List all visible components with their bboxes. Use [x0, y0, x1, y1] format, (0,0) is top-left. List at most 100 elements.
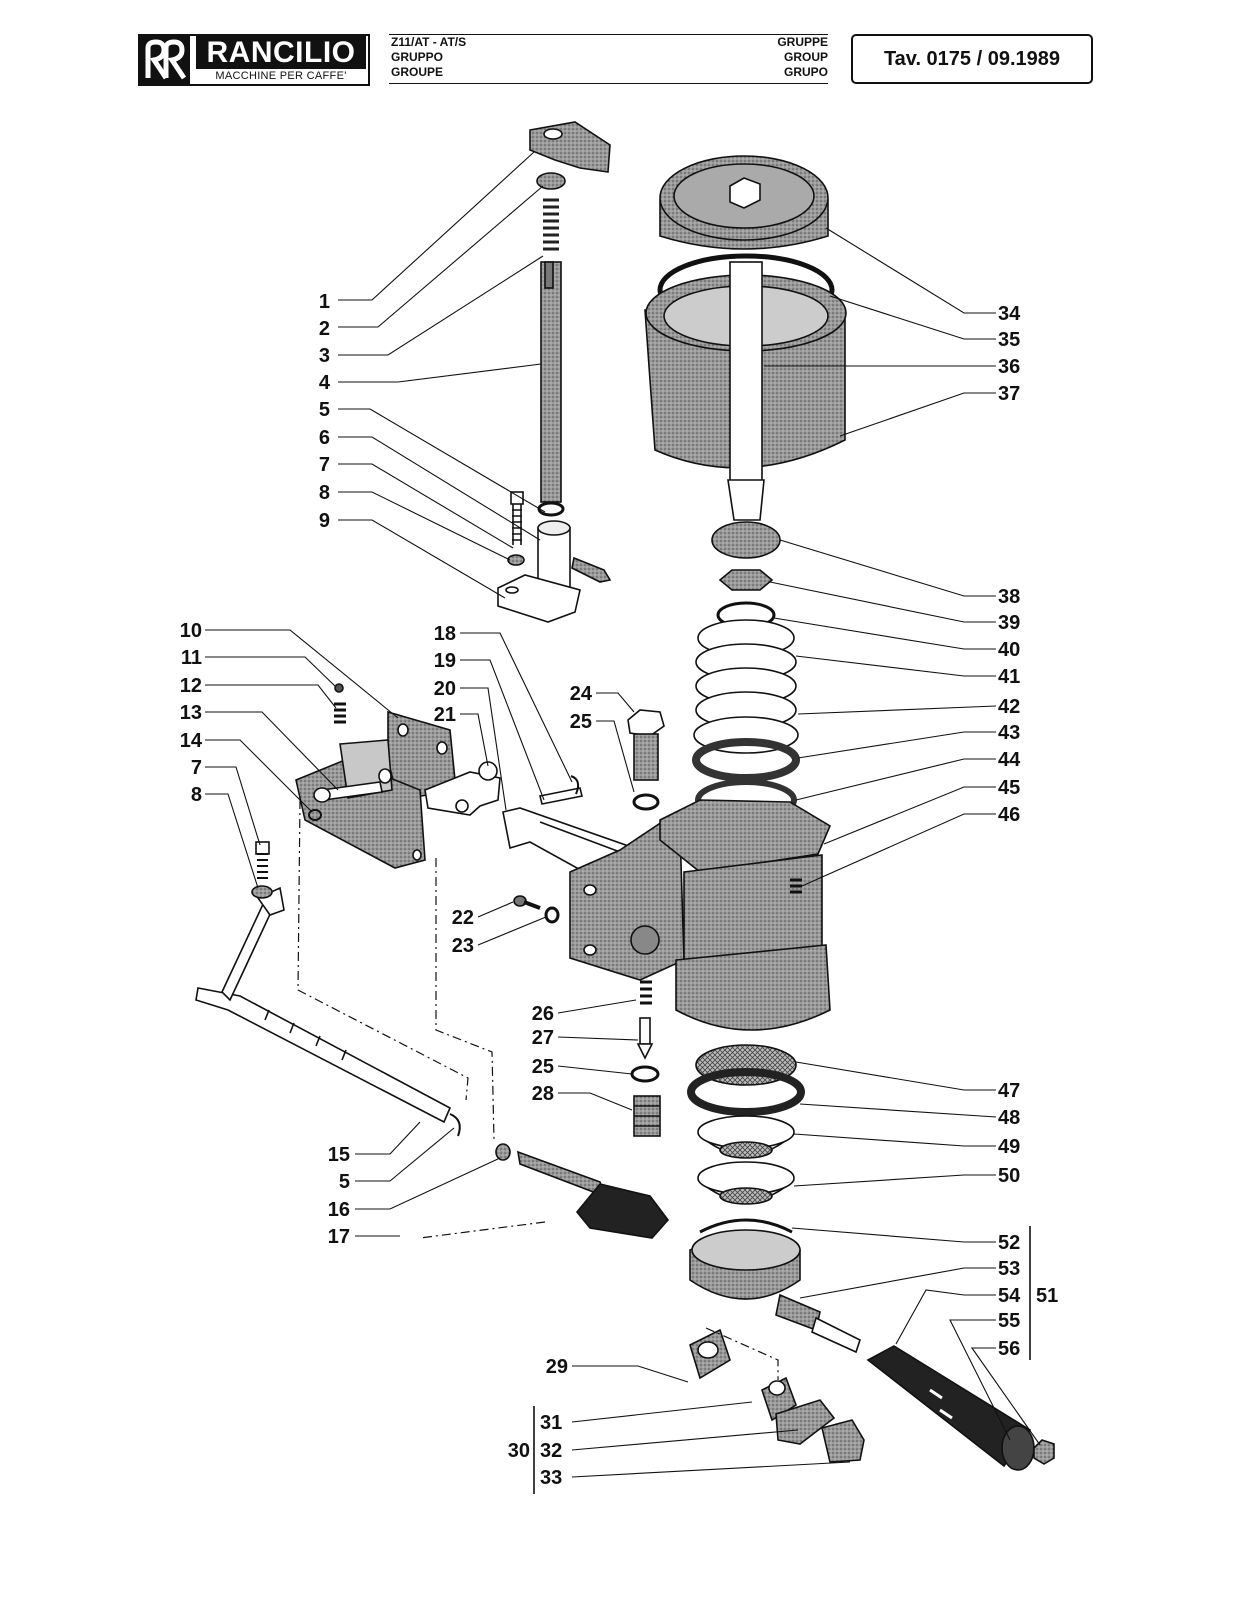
group-label-it: GRUPPO — [391, 50, 444, 64]
callout-17: 17 — [328, 1226, 350, 1248]
callout-45: 45 — [998, 777, 1020, 799]
part-14-clip — [308, 809, 322, 821]
part-1-lever-top — [529, 121, 611, 173]
part-34-cap — [659, 155, 829, 250]
callout-labels: 1 2 3 4 5 6 7 8 9 10 11 12 13 14 7 8 15 … — [180, 291, 1059, 1489]
part-23-washer — [544, 906, 560, 924]
callout-19: 19 — [434, 650, 456, 672]
callout-50: 50 — [998, 1165, 1020, 1187]
part-21-yoke — [424, 761, 501, 816]
part-19-pin — [539, 787, 583, 805]
part-52-spring-clip — [699, 1218, 793, 1234]
part-43-gasket — [692, 738, 800, 782]
callout-40: 40 — [998, 639, 1020, 661]
part-7-screw — [510, 491, 524, 545]
callout-18: 18 — [434, 623, 456, 645]
callout-24: 24 — [570, 683, 593, 705]
callout-38: 38 — [998, 586, 1020, 608]
callout-42: 42 — [998, 696, 1020, 718]
part-32-spout-cap — [775, 1399, 836, 1445]
group-brackets — [533, 1226, 1031, 1494]
callout-14: 14 — [180, 730, 203, 752]
callout-16: 16 — [328, 1199, 350, 1221]
part-17-knob — [575, 1183, 670, 1239]
rancilio-logo: RANCILIO MACCHINE PER CAFFE' — [138, 34, 370, 86]
part-5-circlip — [537, 501, 565, 517]
part-53-portafilter — [689, 1229, 821, 1332]
callout-46: 46 — [998, 804, 1020, 826]
logo-tagline: MACCHINE PER CAFFE' — [215, 70, 347, 82]
logo-wordmark: RANCILIO — [196, 36, 366, 69]
part-54-stem — [811, 1316, 861, 1354]
header-title-block — [389, 34, 828, 84]
callout-37: 37 — [998, 383, 1020, 405]
callout-27: 27 — [532, 1027, 554, 1049]
part-48-gasket — [687, 1068, 805, 1116]
callout-21: 21 — [434, 704, 456, 726]
callout-12: 12 — [180, 675, 202, 697]
callout-39: 39 — [998, 612, 1020, 634]
group-label-fr: GROUPE — [391, 65, 444, 79]
part-24-plug — [627, 709, 665, 781]
callout-6: 6 — [319, 427, 330, 449]
callout-33: 33 — [540, 1467, 562, 1489]
callout-52: 52 — [998, 1232, 1020, 1254]
part-15-shaft — [195, 886, 452, 1124]
callout-26: 26 — [532, 1003, 554, 1025]
callout-32: 32 — [540, 1440, 562, 1462]
part-2-nut — [536, 172, 566, 190]
part-7b-screw — [255, 841, 270, 879]
model-code: Z11/AT - AT/S — [391, 35, 467, 49]
callout-36: 36 — [998, 356, 1020, 378]
part-13-pin — [313, 781, 383, 803]
part-11-ball — [334, 683, 344, 693]
callout-28: 28 — [532, 1083, 554, 1105]
callout-5b: 5 — [339, 1171, 350, 1193]
part-56-nut — [1033, 1439, 1055, 1465]
assembly-lines — [297, 799, 779, 1380]
callout-25b: 25 — [532, 1056, 554, 1078]
part-27-valve — [636, 1017, 654, 1060]
part-4-shaft — [540, 261, 562, 503]
part-37-cylinder — [644, 261, 847, 483]
part-39-nut — [718, 569, 774, 591]
callout-30: 30 — [508, 1440, 530, 1462]
callout-2: 2 — [319, 318, 330, 340]
callout-3: 3 — [319, 345, 330, 367]
callout-8b: 8 — [191, 784, 202, 806]
part-33-spout-outlet — [821, 1419, 865, 1463]
callout-54: 54 — [998, 1285, 1021, 1307]
group-label-de: GRUPPE — [777, 35, 828, 49]
callout-51: 51 — [1036, 1285, 1058, 1307]
rancilio-emblem-icon — [140, 36, 190, 84]
part-31-spout-fitting — [761, 1376, 797, 1422]
part-16-nut-thread — [495, 1143, 606, 1198]
part-45-group-body — [569, 799, 832, 1031]
part-9-bracket — [497, 574, 581, 623]
callout-55: 55 — [998, 1310, 1020, 1332]
callout-34: 34 — [998, 303, 1021, 325]
callout-8: 8 — [319, 482, 330, 504]
group-label-es: GRUPO — [783, 65, 828, 79]
part-26-spring — [640, 980, 652, 1005]
callout-23: 23 — [452, 935, 474, 957]
part-12-spring — [334, 702, 346, 724]
callout-48: 48 — [998, 1107, 1020, 1129]
callout-5: 5 — [319, 399, 330, 421]
callout-25: 25 — [570, 711, 592, 733]
callout-41: 41 — [998, 666, 1020, 688]
callout-20: 20 — [434, 678, 456, 700]
callout-1: 1 — [319, 291, 330, 313]
callout-44: 44 — [998, 749, 1021, 771]
part-5b-circlip — [449, 1113, 461, 1137]
plate-number: Tav. 0175 / 09.1989 — [851, 34, 1093, 84]
part-18-clip — [570, 775, 580, 795]
part-38-seal — [711, 521, 781, 559]
part-36-piston-stem — [727, 479, 765, 521]
callout-22: 22 — [452, 907, 474, 929]
part-22-screw — [513, 895, 541, 910]
callout-56: 56 — [998, 1338, 1020, 1360]
part-29-spout-body — [689, 1328, 731, 1380]
callout-53: 53 — [998, 1258, 1020, 1280]
